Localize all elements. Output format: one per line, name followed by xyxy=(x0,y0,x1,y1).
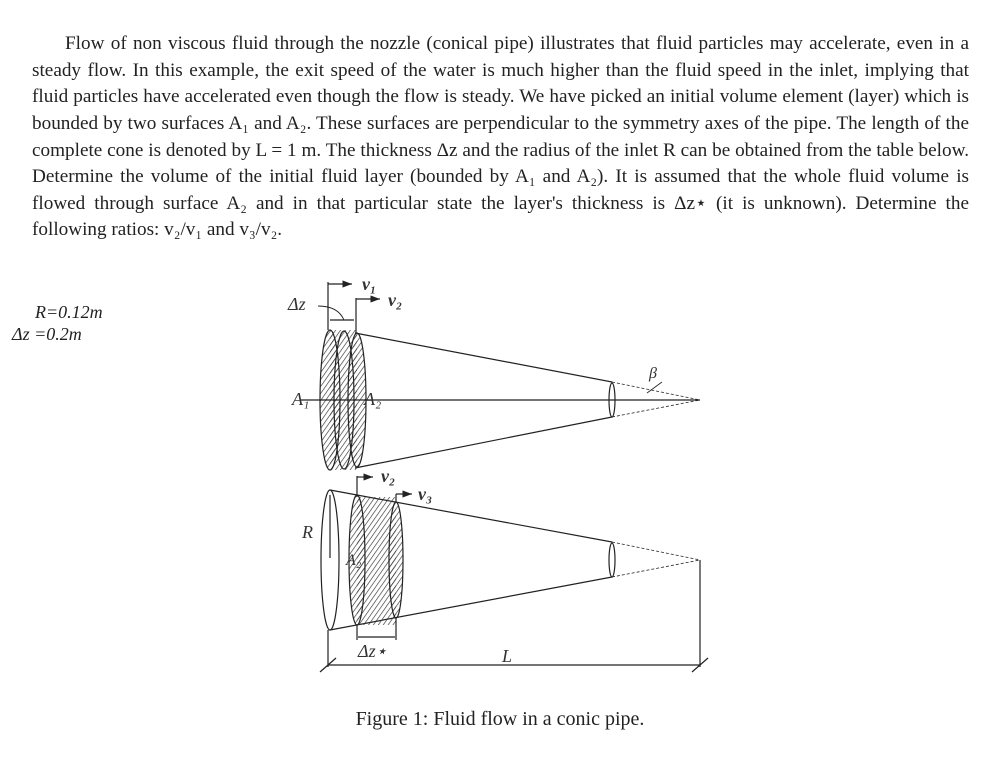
problem-paragraph: Flow of non viscous fluid through the no… xyxy=(32,33,969,241)
given-radius: R=0.12m xyxy=(35,302,103,322)
label-dzstar: Δz⋆ xyxy=(357,641,387,661)
given-thickness: Δz =0.2m xyxy=(12,324,82,344)
label-A2-bottom: A₂ xyxy=(345,552,362,569)
label-A2: A₂ xyxy=(363,389,381,409)
label-v1: v₁ xyxy=(362,274,376,294)
label-v2: v₂ xyxy=(388,290,402,310)
label-v2-bottom: v₂ xyxy=(381,466,395,486)
figure-caption: Figure 1: Fluid flow in a conic pipe. xyxy=(355,708,645,730)
label-A1: A₁ xyxy=(291,389,309,409)
label-L: L xyxy=(501,646,512,666)
label-dz: Δz xyxy=(287,294,306,314)
label-v3: v₃ xyxy=(418,484,432,504)
bottom-cone xyxy=(319,473,709,673)
top-cone xyxy=(300,280,701,471)
label-beta: β xyxy=(648,365,657,382)
label-R: R xyxy=(301,522,313,542)
